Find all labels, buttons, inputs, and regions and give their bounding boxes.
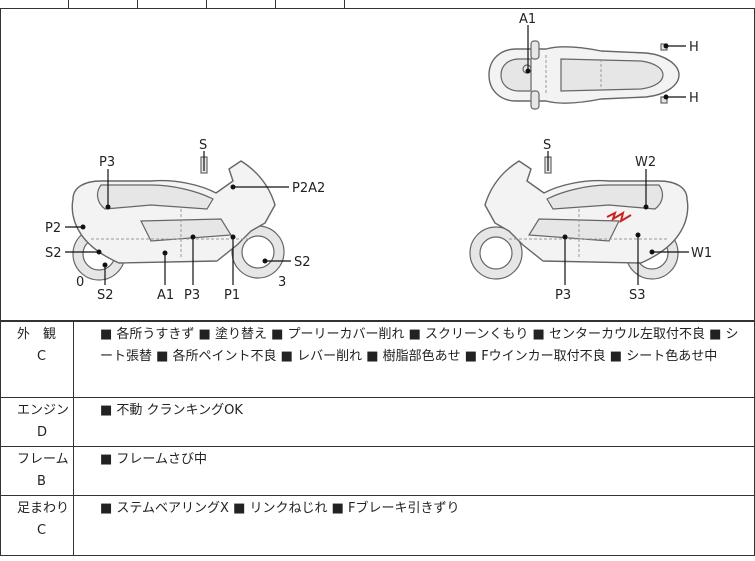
- category-cell: フレーム B: [0, 446, 74, 496]
- label-p2: P2: [45, 221, 61, 236]
- strip-divider: [206, 0, 207, 9]
- label-a1-top: A1: [519, 12, 536, 27]
- scooter-top-view: A1 H H: [488, 12, 699, 110]
- category-name: 足まわり: [17, 501, 70, 516]
- label-h-bottom: H: [689, 91, 699, 106]
- condition-table: 外 観 C ■ 各所うすきず ■ 塗り替え ■ プーリーカバー削れ ■ スクリー…: [0, 321, 755, 556]
- table-row: エンジン D ■ 不動 クランキングOK: [0, 397, 755, 447]
- label-a1-left: A1: [157, 288, 174, 303]
- category-grade: B: [37, 474, 46, 489]
- category-cell: エンジン D: [0, 397, 74, 447]
- category-cell: 足まわり C: [0, 495, 74, 556]
- table-row: 足まわり C ■ ステムベアリングX ■ リンクねじれ ■ Fブレーキ引きずり: [0, 495, 755, 556]
- category-name: フレーム: [17, 452, 69, 467]
- damage-mark: [606, 210, 632, 224]
- label-p1: P1: [224, 288, 240, 303]
- table-row: 外 観 C ■ 各所うすきず ■ 塗り替え ■ プーリーカバー削れ ■ スクリー…: [0, 321, 755, 398]
- label-s-left: S: [199, 138, 207, 153]
- details-cell: ■ ステムベアリングX ■ リンクねじれ ■ Fブレーキ引きずり: [73, 495, 755, 556]
- previous-table-strip: [0, 0, 755, 9]
- label-p2a2: P2A2: [292, 181, 325, 196]
- label-three: 3: [278, 275, 286, 290]
- label-p3-right: P3: [555, 288, 571, 303]
- scooter-diagrams: A1 H H S P3 P2A2: [45, 12, 712, 303]
- label-s2-bottom: S2: [97, 288, 114, 303]
- label-s-right: S: [543, 138, 551, 153]
- strip-divider: [68, 0, 69, 9]
- label-s2-left: S2: [45, 246, 62, 261]
- category-grade: C: [37, 523, 47, 538]
- label-s3: S3: [629, 288, 646, 303]
- category-name: エンジン: [17, 403, 70, 418]
- label-h-top: H: [689, 40, 699, 55]
- strip-divider: [344, 0, 345, 9]
- label-s2-right: S2: [294, 255, 311, 270]
- strip-divider: [137, 0, 138, 9]
- category-name: 外 観: [17, 327, 57, 342]
- label-p3-top: P3: [99, 155, 115, 170]
- label-zero: 0: [76, 275, 84, 290]
- category-cell: 外 観 C: [0, 321, 74, 398]
- table-row: フレーム B ■ フレームさび中: [0, 446, 755, 496]
- details-cell: ■ 各所うすきず ■ 塗り替え ■ プーリーカバー削れ ■ スクリーンくもり ■…: [73, 321, 755, 398]
- label-p3-bottom: P3: [184, 288, 200, 303]
- label-w2: W2: [635, 155, 656, 170]
- damage-diagram: A1 H H S P3 P2A2: [0, 9, 755, 321]
- scooter-right-view: S W2 W1 P3 S3: [469, 138, 712, 303]
- details-cell: ■ フレームさび中: [73, 446, 755, 496]
- label-w1: W1: [691, 246, 712, 261]
- scooter-left-view: S P3 P2A2 P2 S2 S2 0 S2 A1 P3: [45, 138, 325, 303]
- category-grade: C: [37, 349, 47, 364]
- category-grade: D: [37, 425, 48, 440]
- details-cell: ■ 不動 クランキングOK: [73, 397, 755, 447]
- strip-divider: [275, 0, 276, 9]
